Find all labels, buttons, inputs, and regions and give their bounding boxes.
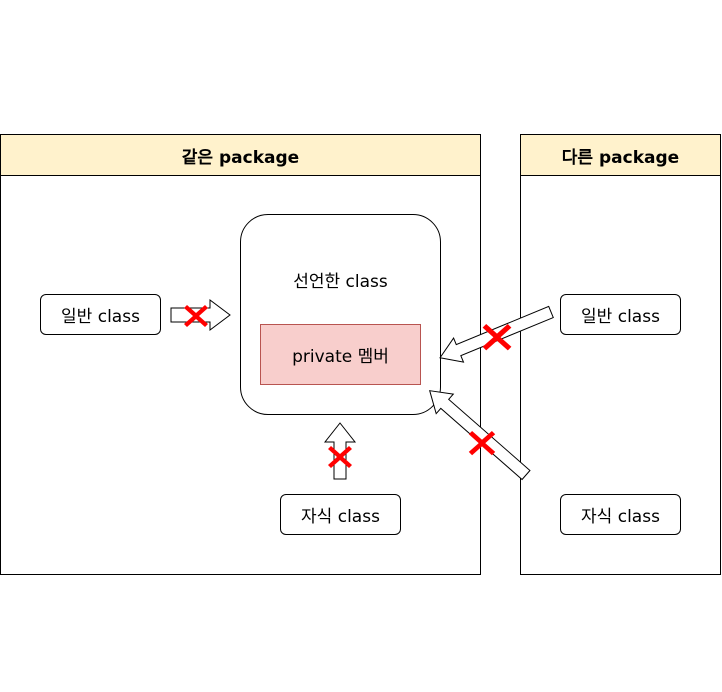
arrow-child-to-private: [323, 422, 357, 480]
same-package-title: 같은 package: [1, 135, 480, 176]
other-package-regular-class-label: 일반 class: [581, 307, 660, 327]
other-package-child-class: 자식 class: [560, 494, 681, 535]
declaring-class-box: 선언한 class private 멤버: [240, 214, 441, 415]
declaring-class-label: 선언한 class: [293, 272, 388, 292]
private-member-box: private 멤버: [260, 324, 421, 385]
other-package-child-class-label: 자식 class: [581, 507, 660, 527]
x-mark-icon: [328, 446, 352, 468]
private-member-label: private 멤버: [292, 347, 389, 367]
same-package-child-class-label: 자식 class: [301, 507, 380, 527]
same-package-regular-class: 일반 class: [40, 294, 161, 335]
arrow-regular-to-private: [170, 299, 231, 331]
same-package-child-class: 자식 class: [280, 494, 401, 535]
x-mark-icon: [468, 431, 496, 456]
arrow-other-child-to-declaring: [429, 390, 531, 481]
other-package-regular-class: 일반 class: [560, 294, 681, 335]
other-package-title: 다른 package: [521, 135, 720, 176]
x-mark-icon: [184, 305, 208, 327]
x-mark-icon: [482, 324, 512, 351]
same-package-regular-class-label: 일반 class: [61, 307, 140, 327]
